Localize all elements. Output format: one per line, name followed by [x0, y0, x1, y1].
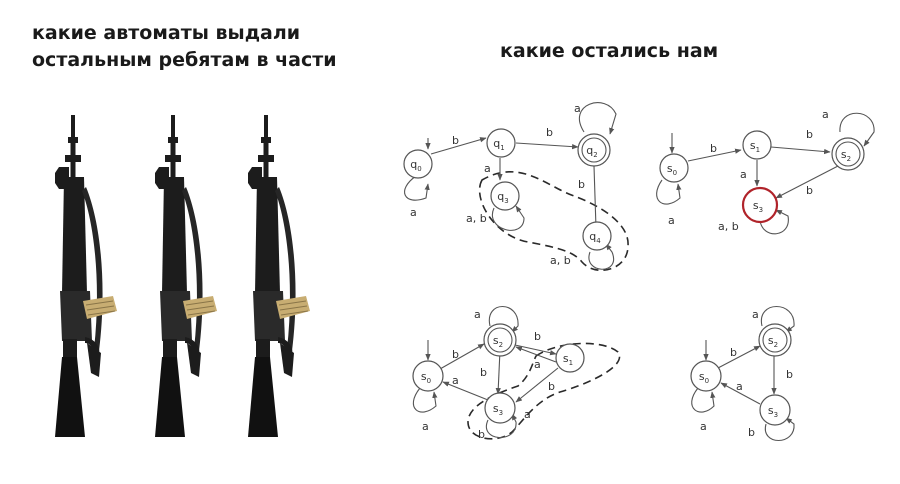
m16-rifle-icon — [154, 114, 218, 438]
state-node — [659, 153, 689, 183]
edge-label: a — [700, 420, 707, 433]
left-caption-line-1: какие автоматы выдали — [32, 22, 301, 44]
automaton-diagram-4: b a b a a b s0 s2 s3 — [690, 305, 795, 441]
right-caption: какие остались нам — [500, 40, 719, 62]
edge-label: a — [410, 206, 417, 219]
edge-label: b — [546, 126, 553, 139]
state-node — [690, 360, 722, 392]
edge-label: a — [752, 308, 759, 321]
edge-label: a — [668, 214, 675, 227]
state-node — [486, 128, 516, 158]
m16-rifle-icon — [54, 114, 118, 438]
state-label: s0 — [667, 162, 677, 177]
edge-label: a — [474, 308, 481, 321]
highlighted-state-node — [741, 186, 779, 224]
edge-label: a — [740, 168, 747, 181]
automaton-diagram-2: b b a a b a, b a s0 s1 s2 s3 — [656, 108, 875, 235]
edge-label: b — [710, 142, 717, 155]
state-label: s2 — [841, 148, 851, 163]
edge-label: a — [524, 408, 531, 421]
state-label: q0 — [410, 158, 421, 173]
edge-label: a — [534, 358, 541, 371]
state-label: q3 — [497, 190, 508, 205]
edge-label: b — [786, 368, 793, 381]
state-label: s0 — [421, 370, 431, 385]
m16-rifle-icon — [247, 114, 311, 438]
edge-label: a — [452, 374, 459, 387]
edge-label: a — [822, 108, 829, 121]
edge-label: b — [534, 330, 541, 343]
edge-label: b — [806, 128, 813, 141]
automaton-diagram-3: b a b a b a b a a b s0 s2 s1 s3 — [412, 305, 621, 441]
state-label: s1 — [563, 352, 573, 367]
accepting-state-node — [831, 137, 865, 171]
edge-label: b — [480, 366, 487, 379]
state-label: q2 — [586, 144, 597, 159]
accepting-state-ring — [581, 137, 607, 163]
edge-label: a — [422, 420, 429, 433]
edge-label: b — [730, 346, 737, 359]
state-label: s3 — [768, 404, 778, 419]
state-label: s3 — [753, 199, 763, 214]
edge-label: b — [452, 348, 459, 361]
accepting-state-node — [758, 323, 792, 357]
state-label: s3 — [493, 402, 503, 417]
state-label: s0 — [699, 370, 709, 385]
edge-label: b — [478, 428, 485, 441]
accepting-state-node — [577, 133, 611, 167]
edge-label: b — [748, 426, 755, 439]
state-label: q1 — [493, 137, 504, 152]
edge-label: a, b — [718, 220, 739, 233]
state-label: q4 — [589, 230, 601, 245]
state-node — [484, 392, 516, 424]
state-node — [555, 343, 585, 373]
state-node — [412, 360, 444, 392]
accepting-state-ring — [762, 327, 788, 353]
accepting-state-ring — [835, 141, 861, 167]
edge-label: b — [578, 178, 585, 191]
state-label: s2 — [493, 334, 503, 349]
accepting-state-node — [483, 323, 517, 357]
state-label: s2 — [768, 334, 778, 349]
edge-label: b — [806, 184, 813, 197]
state-node — [582, 221, 612, 251]
state-label: s1 — [750, 139, 760, 154]
left-caption: какие автоматы выдали остальным ребятам … — [32, 20, 337, 74]
edge-label: a — [574, 102, 581, 115]
edge-label: a, b — [466, 212, 487, 225]
accepting-state-ring — [487, 327, 513, 353]
automaton-diagram-1: b b a a b a, b a, b a q0 q1 q2 q3 q4 — [403, 102, 629, 272]
state-node — [490, 181, 520, 211]
edge-label: a — [484, 162, 491, 175]
edge-label: a, b — [550, 254, 571, 267]
left-caption-line-2: остальным ребятам в части — [32, 49, 337, 71]
state-node — [403, 149, 433, 179]
state-node — [759, 394, 791, 426]
state-node — [742, 130, 772, 160]
edge-label: b — [548, 380, 555, 393]
edge-label: b — [452, 134, 459, 147]
edge-label: a — [736, 380, 743, 393]
